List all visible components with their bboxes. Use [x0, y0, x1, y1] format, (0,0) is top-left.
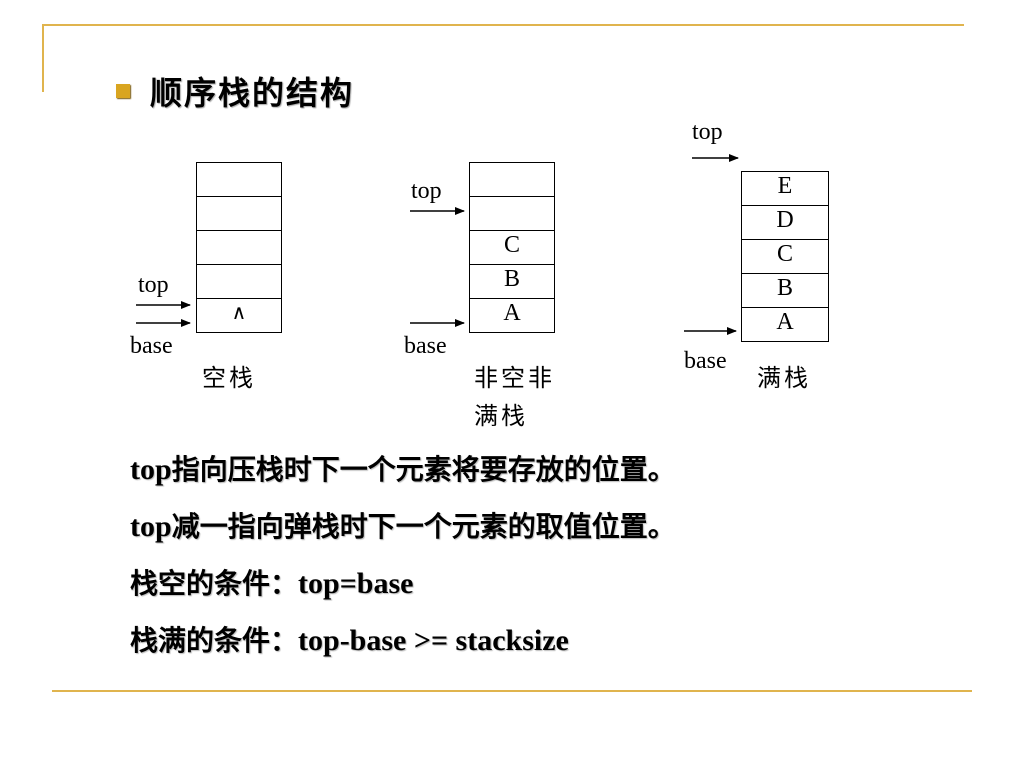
rule-code: top — [130, 510, 172, 543]
rule-line-3: 栈空的条件：top=base — [130, 562, 413, 602]
top-label: top — [692, 119, 723, 145]
stack-cell: B — [741, 273, 829, 308]
stack-cell: B — [469, 264, 555, 299]
rule-text: 指向压栈时下一个元素将要存放的位置。 — [171, 453, 676, 486]
stack-cell — [469, 196, 555, 231]
bottom-divider — [52, 690, 972, 692]
stack-cell: E — [741, 171, 829, 206]
stack-cell: A — [741, 307, 829, 342]
stack-cell — [196, 162, 282, 197]
rule-code: top-base >= stacksize — [298, 624, 569, 657]
stack-cell — [196, 264, 282, 299]
left-divider — [42, 24, 44, 92]
empty-stack-caption: 空栈 — [202, 364, 256, 392]
base-label: base — [404, 333, 447, 359]
base-label: base — [130, 333, 173, 359]
top-label: top — [411, 178, 442, 204]
rule-line-2: top减一指向弹栈时下一个元素的取值位置。 — [130, 505, 676, 545]
partial-stack-caption-line2: 满栈 — [474, 402, 528, 430]
rule-line-1: top指向压栈时下一个元素将要存放的位置。 — [130, 448, 676, 488]
bullet-square-icon — [116, 84, 130, 98]
stack-cell-null: ∧ — [196, 298, 282, 333]
slide-title: 顺序栈的结构 — [150, 74, 355, 112]
partial-stack-caption-line1: 非空非 — [474, 364, 555, 392]
full-stack-caption: 满栈 — [757, 364, 811, 392]
rule-code: top — [130, 453, 172, 486]
rule-line-4: 栈满的条件：top-base >= stacksize — [130, 619, 569, 659]
rule-text: 栈满的条件： — [130, 624, 299, 657]
top-label: top — [138, 272, 169, 298]
rule-text: 栈空的条件： — [130, 567, 299, 600]
rule-code: top=base — [298, 567, 414, 600]
stack-cell: D — [741, 205, 829, 240]
stack-cell — [469, 162, 555, 197]
base-label: base — [684, 348, 727, 374]
top-divider — [42, 24, 964, 26]
stack-cell: A — [469, 298, 555, 333]
stack-cell: C — [741, 239, 829, 274]
rule-text: 减一指向弹栈时下一个元素的取值位置。 — [171, 510, 676, 543]
